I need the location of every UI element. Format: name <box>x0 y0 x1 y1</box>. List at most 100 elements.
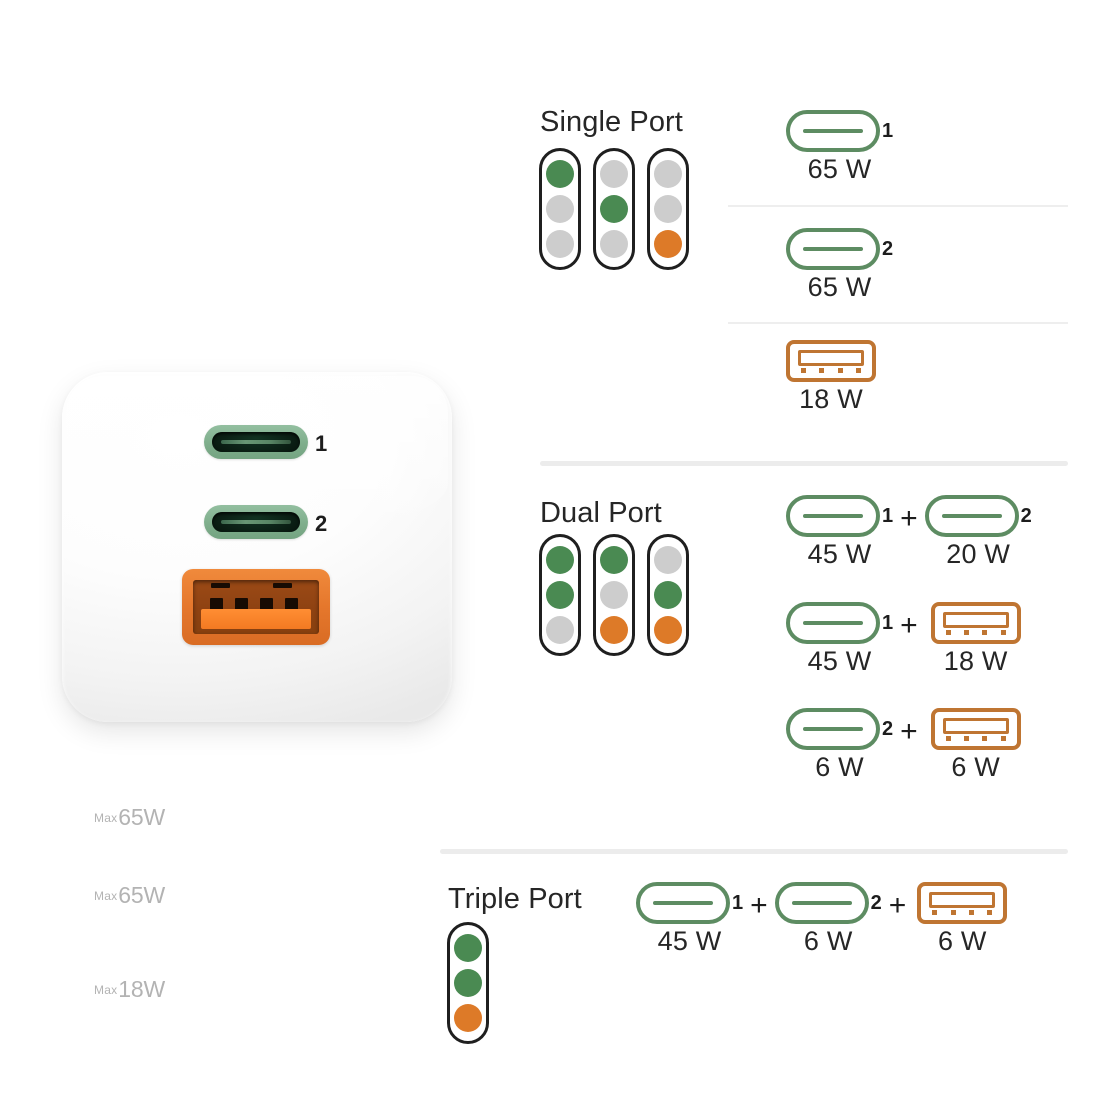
port-3-watt-word: 18W <box>118 976 165 1002</box>
unit-triple-b-watt: 6 W <box>803 926 853 956</box>
usb-c-icon <box>636 882 730 924</box>
section-title-single-port: Single Port <box>540 106 683 138</box>
unit-triple-b-head: 2 <box>774 882 882 924</box>
port-2-max-label: Max65W <box>94 882 165 909</box>
unit-dual-3b-head <box>930 708 1021 750</box>
physical-usb-c-port-1 <box>204 425 308 459</box>
unit-single-2-badge: 2 <box>882 238 894 260</box>
led-pill-dual-3 <box>647 534 689 656</box>
port-1-watt-word: 65W <box>118 804 165 830</box>
led-single-3-bottom <box>654 230 682 259</box>
unit-triple-b: 2 6 W <box>774 882 882 957</box>
usb-a-pin-1 <box>210 598 223 611</box>
usb-c-icon <box>786 708 880 750</box>
led-single-2-mid <box>600 194 628 223</box>
physical-usb-c-port-2 <box>204 505 308 539</box>
unit-dual-3b-watt: 6 W <box>951 752 1000 782</box>
section-title-triple-port: Triple Port <box>448 883 582 915</box>
unit-single-2-head: 2 <box>786 228 893 270</box>
combo-triple-row-1: 1 45 W + 2 6 W + 6 W <box>636 882 1008 957</box>
plus-separator: + <box>900 715 918 748</box>
led-group-single-port <box>539 148 689 270</box>
unit-dual-2b: 18 W <box>930 602 1021 677</box>
unit-dual-2b-watt: 18 W <box>943 646 1008 676</box>
unit-dual-3a-watt: 6 W <box>815 752 864 782</box>
led-triple-1-mid <box>454 968 482 997</box>
unit-dual-1a-head: 1 <box>786 495 893 537</box>
led-single-1-top <box>546 159 574 188</box>
row-divider-single-2 <box>728 322 1068 324</box>
unit-triple-a: 1 45 W <box>636 882 743 957</box>
unit-dual-2a-head: 1 <box>786 602 893 644</box>
unit-single-3: 18 W <box>786 340 876 415</box>
usb-c-icon <box>924 495 1019 537</box>
led-pill-single-2 <box>593 148 635 270</box>
unit-dual-2a-badge: 1 <box>882 612 894 634</box>
usb-a-slot-left <box>211 583 230 588</box>
physical-port-1-number: 1 <box>315 431 328 456</box>
unit-dual-1a-badge: 1 <box>882 505 894 527</box>
usb-c-icon <box>774 882 869 924</box>
unit-single-2: 2 65 W <box>786 228 893 303</box>
unit-triple-b-badge: 2 <box>870 892 882 914</box>
led-pill-triple-1 <box>447 922 489 1044</box>
unit-dual-1a: 1 45 W <box>786 495 893 570</box>
physical-usb-a-port <box>182 569 330 645</box>
unit-dual-3a-head: 2 <box>786 708 893 750</box>
combo-single-row-3: 18 W <box>786 340 876 415</box>
unit-dual-2a: 1 45 W <box>786 602 893 677</box>
usb-c-icon <box>786 228 880 270</box>
unit-single-3-head <box>786 340 876 382</box>
unit-triple-c-head <box>917 882 1008 924</box>
port-1-max-label: Max65W <box>94 804 165 831</box>
led-single-2-top <box>600 159 628 188</box>
unit-triple-a-watt: 45 W <box>657 926 722 956</box>
port-2-max-word: Max <box>94 889 118 903</box>
usb-a-slot-right <box>273 583 292 588</box>
usb-c-icon <box>786 495 880 537</box>
plus-separator: + <box>750 889 768 922</box>
unit-dual-1b: 2 20 W <box>924 495 1032 570</box>
unit-dual-2b-head <box>930 602 1021 644</box>
unit-dual-3a: 2 6 W <box>786 708 893 783</box>
usb-a-icon <box>786 340 876 382</box>
plus-separator: + <box>900 609 918 642</box>
unit-triple-c: 6 W <box>917 882 1008 957</box>
usb-a-icon <box>917 882 1008 924</box>
unit-single-1-watt: 65 W <box>807 154 872 184</box>
led-single-3-mid <box>654 194 682 223</box>
unit-single-3-watt: 18 W <box>799 384 863 414</box>
led-dual-3-mid <box>654 580 682 609</box>
physical-port-2-number: 2 <box>315 511 328 536</box>
usb-a-pin-2 <box>235 598 248 611</box>
combo-single-row-2: 2 65 W <box>786 228 893 303</box>
unit-dual-1b-head: 2 <box>924 495 1032 537</box>
combo-dual-row-1: 1 45 W + 2 20 W <box>786 495 1032 570</box>
led-pill-dual-1 <box>539 534 581 656</box>
unit-dual-1b-badge: 2 <box>1020 505 1032 527</box>
usb-a-cavity <box>193 580 319 634</box>
led-dual-3-bottom <box>654 616 682 645</box>
combo-single-row-1: 1 65 W <box>786 110 893 185</box>
section-divider-single-dual <box>540 461 1068 466</box>
unit-single-1: 1 65 W <box>786 110 893 185</box>
unit-triple-a-head: 1 <box>636 882 743 924</box>
usb-c-icon <box>786 602 880 644</box>
led-single-1-bottom <box>546 230 574 259</box>
section-divider-dual-triple <box>440 849 1068 854</box>
led-triple-1-top <box>454 933 482 962</box>
port-2-watt-word: 65W <box>118 882 165 908</box>
led-group-dual-port <box>539 534 689 656</box>
led-single-1-mid <box>546 194 574 223</box>
led-dual-1-bottom <box>546 616 574 645</box>
led-dual-2-bottom <box>600 616 628 645</box>
led-dual-2-mid <box>600 580 628 609</box>
unit-dual-3a-badge: 2 <box>882 718 894 740</box>
led-dual-1-mid <box>546 580 574 609</box>
unit-single-1-head: 1 <box>786 110 893 152</box>
led-dual-3-top <box>654 545 682 574</box>
usb-a-pin-4 <box>285 598 298 611</box>
plus-separator: + <box>900 502 918 535</box>
unit-triple-a-badge: 1 <box>732 892 744 914</box>
